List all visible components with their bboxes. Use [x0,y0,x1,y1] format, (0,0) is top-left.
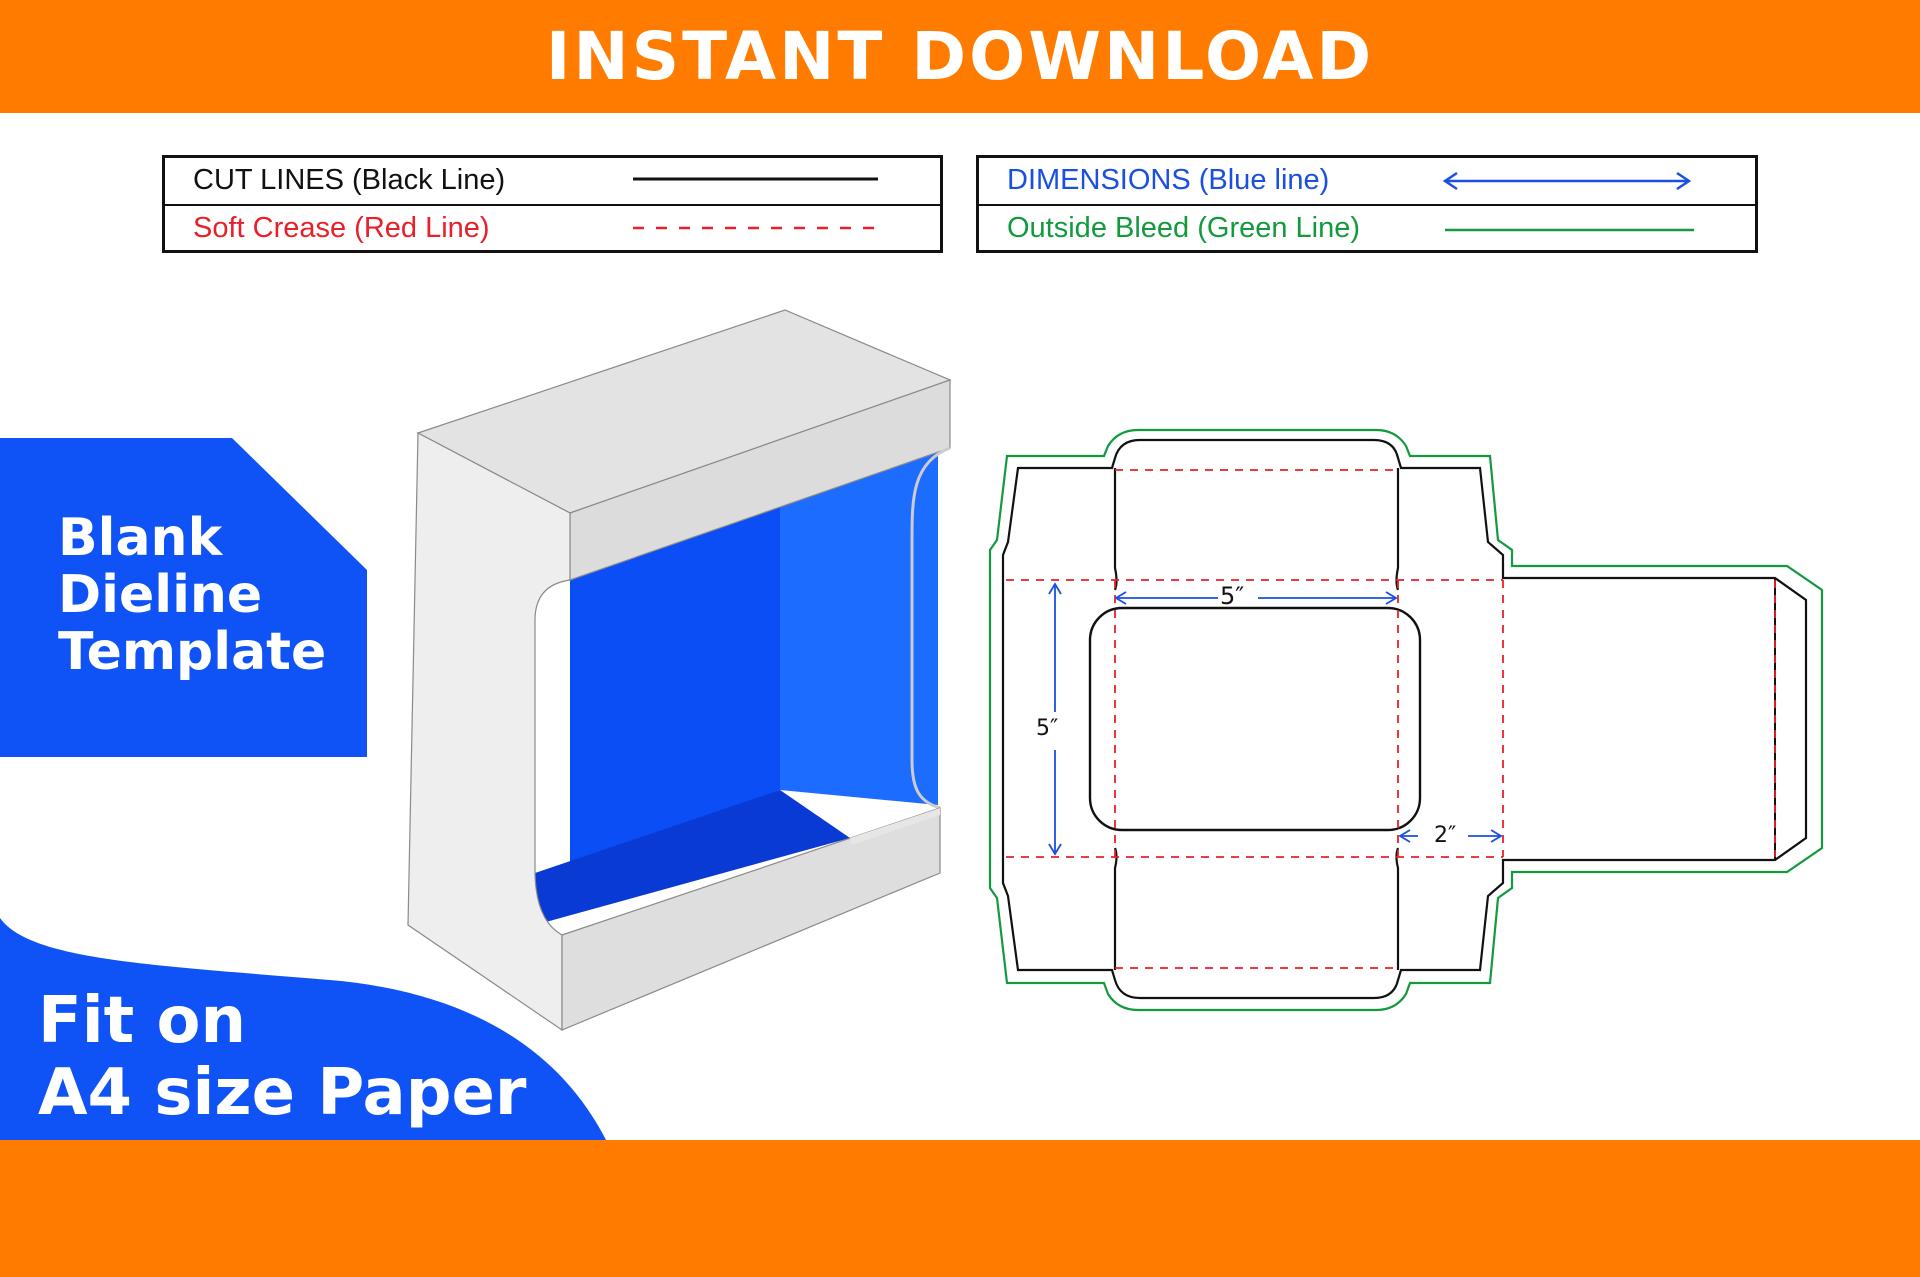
legend-row-dimensions: DIMENSIONS (Blue line) [979,158,1755,206]
blank-dieline-template-text: Blank Dieline Template [58,510,326,681]
window-cutout [1088,606,1422,832]
blank-template-panel [0,438,367,757]
legend-row-cut: CUT LINES (Black Line) [165,158,940,206]
flap-dimension-label: 2″ [1434,823,1457,848]
legend-dimensions-bleed: DIMENSIONS (Blue line) Outside Bleed (Gr… [976,155,1758,253]
legend-bleed-label: Outside Bleed (Green Line) [1007,212,1361,244]
fit-a4-wave [0,918,606,1140]
fit-line2: A4 size Paper [38,1056,527,1130]
dimension-arrows [1048,582,1503,856]
height-dimension-label: 5″ [1036,716,1059,741]
top-banner: INSTANT DOWNLOAD [0,0,1920,113]
width-dimension-label: 5″ [1220,582,1245,610]
blank-line2: Dieline [58,565,263,625]
cut-line-sample [633,177,878,181]
legend-cut-crease: CUT LINES (Black Line) Soft Crease (Red … [162,155,943,253]
bleed-outline [988,428,1824,1012]
box-3d-mockup [407,309,952,1032]
legend-row-crease: Soft Crease (Red Line) [165,206,940,252]
legend-row-bleed: Outside Bleed (Green Line) [979,206,1755,252]
bleed-line-sample [1445,228,1694,232]
crease-line-sample [633,226,878,230]
bottom-banner [0,1140,1920,1277]
dimension-line-sample [1442,171,1692,191]
blank-line3: Template [58,622,327,682]
blank-line1: Blank [58,508,223,568]
fit-line1: Fit on [38,984,247,1058]
legend-dimensions-label: DIMENSIONS (Blue line) [1007,164,1330,196]
dieline-template [988,428,1824,1012]
banner-title: INSTANT DOWNLOAD [545,18,1375,95]
fit-a4-text: Fit on A4 size Paper [38,985,526,1129]
legend-cut-label: CUT LINES (Black Line) [193,164,506,196]
legend-crease-label: Soft Crease (Red Line) [193,212,490,244]
crease-lines [1006,469,1776,969]
cut-outline [1001,438,1808,1000]
